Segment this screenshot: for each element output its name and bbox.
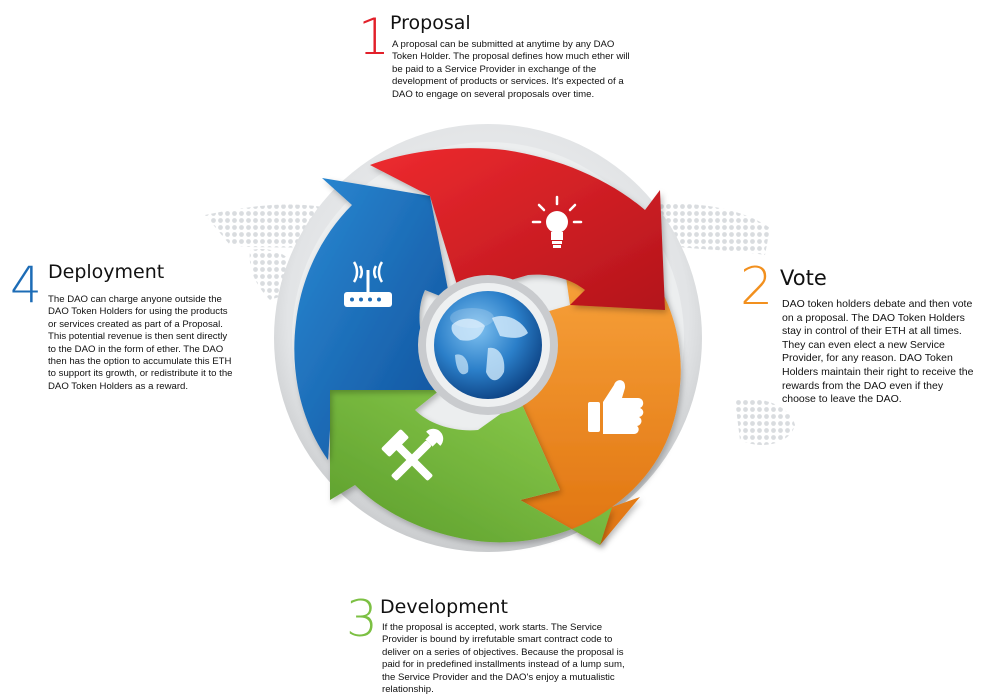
step-vote: 2 Vote DAO token holders debate and then… xyxy=(740,257,980,405)
step-development: 3 Development If the proposal is accepte… xyxy=(346,590,646,695)
step-title: Proposal xyxy=(390,12,471,34)
lightbulb-icon xyxy=(531,195,583,248)
step-proposal: 1 Proposal A proposal can be submitted a… xyxy=(358,8,638,100)
step-title: Vote xyxy=(780,266,827,290)
router-icon xyxy=(344,261,392,307)
step-number: 2 xyxy=(740,257,774,317)
world-map-background xyxy=(205,203,795,445)
step-number: 4 xyxy=(10,256,42,314)
development-segment xyxy=(330,390,612,545)
vote-segment xyxy=(520,270,681,545)
deployment-segment xyxy=(294,178,450,460)
globe-icon xyxy=(434,291,542,399)
thumbs-up-icon xyxy=(588,380,644,434)
step-description: A proposal can be submitted at anytime b… xyxy=(392,39,630,100)
step-description: If the proposal is accepted, work starts… xyxy=(382,622,625,696)
dao-cycle-diagram xyxy=(205,124,795,552)
step-number: 1 xyxy=(358,8,390,66)
tools-icon xyxy=(381,428,444,481)
step-description: DAO token holders debate and then vote o… xyxy=(782,298,974,406)
step-title: Deployment xyxy=(48,261,165,283)
proposal-segment xyxy=(370,148,665,310)
step-description: The DAO can charge anyone outside the DA… xyxy=(48,294,233,392)
step-deployment: 4 Deployment The DAO can charge anyone o… xyxy=(10,258,240,398)
step-number: 3 xyxy=(346,590,378,648)
step-title: Development xyxy=(380,596,508,618)
